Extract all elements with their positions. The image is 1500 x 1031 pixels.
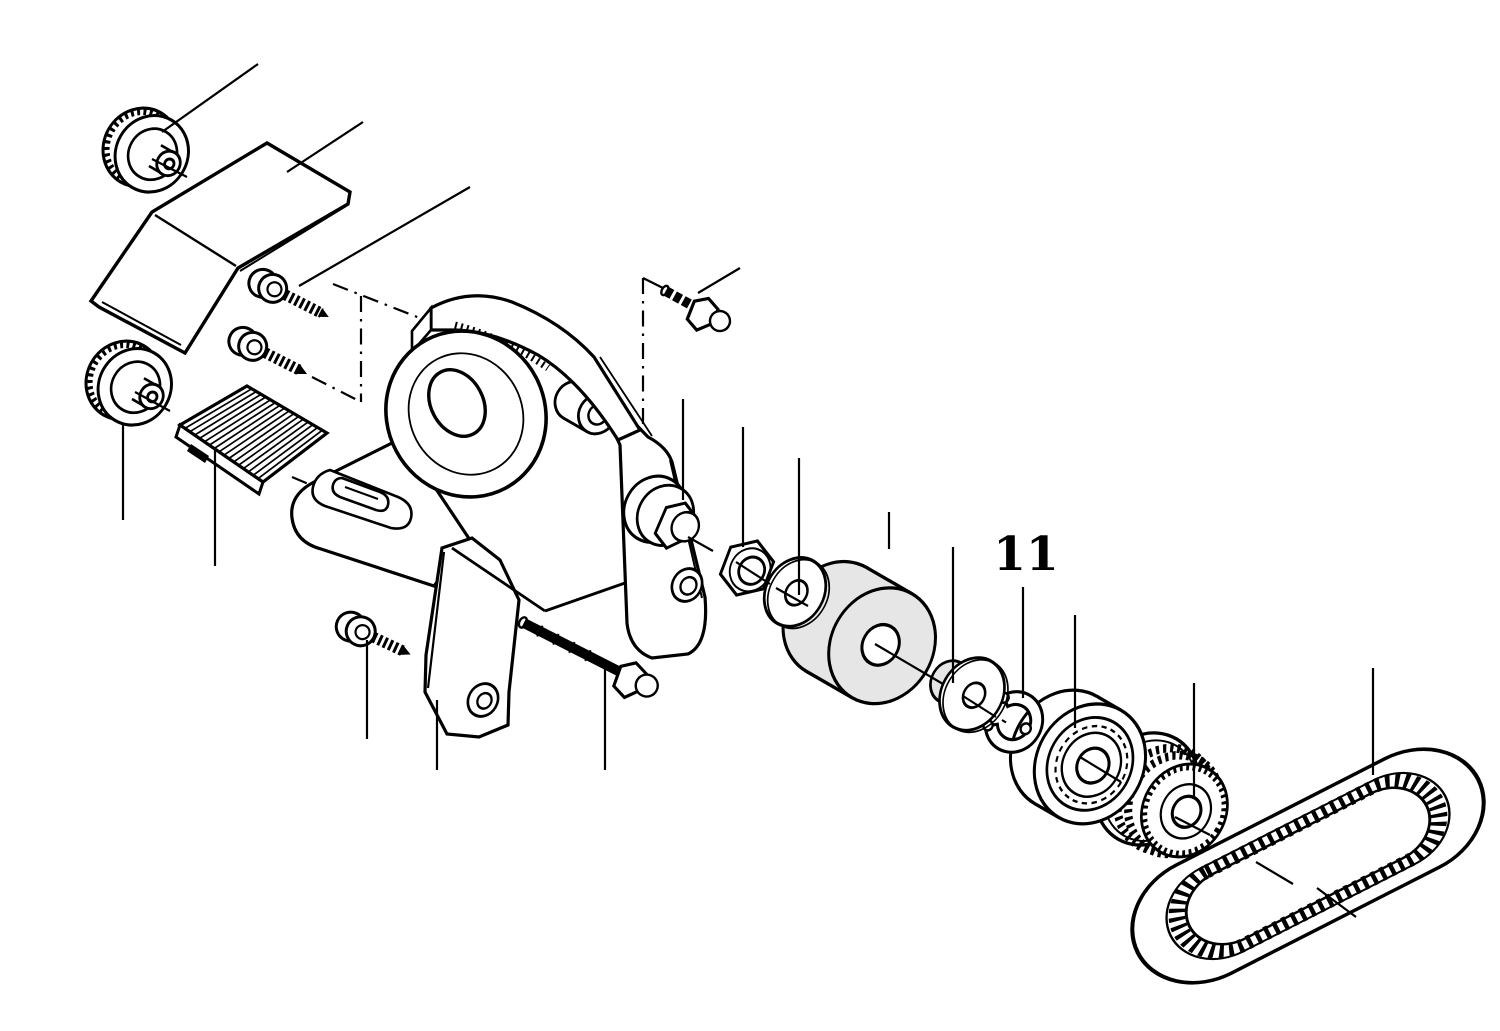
bolt-long-ring-4	[584, 649, 592, 662]
belt-inner	[1184, 786, 1432, 946]
pan-screw-tip	[399, 645, 411, 655]
bolt-long-ring-1	[536, 625, 544, 637]
screw2-tip	[295, 365, 308, 375]
screw1-head-ring	[266, 281, 283, 298]
knob-lower-axis-slash	[134, 391, 171, 412]
hex-bolt-long-part	[517, 616, 659, 700]
housing-band-hatch	[454, 321, 551, 371]
belt-outer	[1130, 747, 1486, 985]
leader-bolt-upper	[697, 267, 741, 294]
housing-bottom-edge-1	[451, 546, 546, 613]
knob-lower-part	[84, 339, 173, 427]
bolt-long-ring-3	[568, 641, 576, 654]
housing-boss-inner	[407, 352, 525, 476]
tapping-screw-1-part	[247, 267, 329, 319]
pan-screw-bottom-part	[334, 610, 411, 657]
pad-outline	[177, 384, 330, 484]
washer-rear-hole	[961, 681, 987, 710]
housing-bottom-edge-2	[544, 581, 626, 613]
hex-nut-part	[718, 539, 776, 597]
leader-screw-1	[298, 186, 471, 287]
housing-slot-shadow	[344, 486, 379, 500]
bolt-upper-axis-bend	[642, 277, 666, 290]
housing-part	[290, 294, 708, 739]
bearing-race-ring	[1045, 716, 1135, 812]
cover-plate-outline	[88, 141, 352, 356]
spindle-part	[622, 474, 701, 550]
screw1-thread	[282, 289, 325, 319]
roller-face	[827, 586, 937, 706]
washer-front-part	[762, 556, 831, 630]
screw1-tip	[317, 307, 329, 317]
circlip-body	[983, 690, 1045, 754]
cover-plate-bend-line	[154, 213, 237, 268]
belt-teeth	[1168, 773, 1448, 959]
housing-foot-hole	[466, 682, 500, 718]
screw2-axis-line	[311, 376, 362, 403]
cover-plate-edge-line	[101, 301, 182, 346]
leader-lines	[121, 63, 1375, 797]
main-axis-line	[687, 536, 1357, 918]
bolt-long-head-face	[634, 673, 659, 698]
tapping-screw-2-part	[227, 325, 308, 376]
grip-pad-part	[174, 384, 330, 497]
washer-rear-edge	[942, 658, 1009, 734]
pad-notch	[187, 444, 209, 463]
roller-part	[781, 559, 937, 706]
screw2-thread	[262, 347, 303, 376]
housing-band-edge	[599, 356, 653, 437]
cover-plate-thickness-line	[239, 205, 347, 272]
nut-chamfer	[728, 547, 772, 593]
circlip-tab	[1019, 722, 1032, 736]
pulley-teeth-front	[1140, 763, 1228, 858]
housing-arm-slot	[331, 476, 390, 513]
cover-plate-part	[88, 141, 352, 356]
housing-bracket-hole	[670, 567, 704, 603]
pad-ribs	[184, 388, 323, 480]
part-label-11: 11	[993, 527, 1058, 582]
washer-front-hole	[783, 578, 809, 607]
hex-bolt-upper-part	[660, 284, 732, 333]
pulley-hub-ring	[1159, 783, 1213, 840]
screw2-head-ring	[246, 339, 263, 356]
bolt-long-ring-2	[552, 633, 560, 646]
washer-front-edge	[766, 558, 831, 630]
leader-cover-plate	[286, 121, 364, 173]
leader-knob-upper	[161, 63, 259, 133]
knob-upper-part	[101, 106, 190, 194]
housing-boss-hole	[427, 368, 487, 438]
pan-screw-head-ring	[354, 624, 371, 641]
roller-bore	[860, 623, 901, 667]
timing-belt-part	[1130, 747, 1486, 985]
knob-upper-axis-slash	[151, 158, 188, 178]
belt-tooth-root-line	[1165, 771, 1451, 961]
housing-leg-edge	[426, 551, 446, 689]
bolt-upper-head-face	[708, 309, 732, 333]
